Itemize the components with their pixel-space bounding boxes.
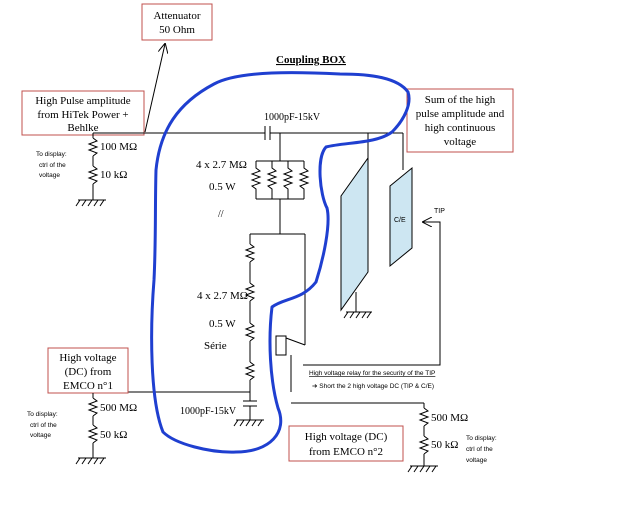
- display-1-line-3: voltage: [39, 172, 60, 179]
- resistor-50k-left: [87, 424, 99, 444]
- ce-electrode: [389, 166, 413, 268]
- hv2-line-2: from EMCO n°2: [309, 446, 383, 458]
- bank-resistor-4: [298, 161, 310, 199]
- ce-label: C/E: [394, 217, 406, 224]
- relay-note-2: ➔ Short the 2 high voltage DC (TIP & C/E…: [312, 383, 434, 390]
- resistor-500m-right: [418, 407, 430, 427]
- hv1-line-2: (DC) from: [65, 366, 112, 378]
- tip-wire: [303, 222, 441, 366]
- label-10k: 10 kΩ: [100, 169, 127, 181]
- label-500m-right: 500 MΩ: [431, 412, 468, 424]
- hv2-line-1: High voltage (DC): [305, 431, 388, 443]
- label-50k-right: 50 kΩ: [431, 439, 458, 451]
- hv2-box: [288, 425, 404, 462]
- series-resistor-3: [244, 322, 256, 342]
- pulse-source-line-1: High Pulse amplitude: [35, 95, 130, 107]
- display-3-line-1: To display:: [466, 435, 497, 442]
- series-resistor-2: [244, 282, 256, 302]
- coupling-box-outline: [150, 71, 411, 454]
- hv1-line-3: EMCO n°1: [63, 380, 113, 392]
- display-2-line-3: voltage: [30, 432, 51, 439]
- series-resistor-1: [244, 243, 256, 263]
- label-100m: 100 MΩ: [100, 141, 137, 153]
- pulse-source-line-2: from HiTek Power +: [37, 109, 128, 121]
- series-power-label: 0.5 W: [209, 318, 236, 330]
- relay-note-1: High voltage relay for the security of t…: [309, 370, 435, 377]
- label-500m-left: 500 MΩ: [100, 402, 137, 414]
- relay-contact: [285, 337, 306, 346]
- pulse-source-line-3: Behlke: [67, 122, 98, 134]
- bank-value-label: 4 x 2.7 MΩ: [196, 159, 247, 171]
- ground-symbol-plate: [343, 311, 372, 319]
- ground-symbol-2: [75, 457, 106, 465]
- display-2-line-1: To display:: [27, 411, 58, 418]
- resistor-50k-right: [418, 435, 430, 455]
- cap-bottom-label: 1000pF-15kV: [180, 406, 237, 417]
- display-3-line-3: voltage: [466, 457, 487, 464]
- resistor-100m: [87, 137, 99, 157]
- display-2-line-2: ctrl of the: [30, 422, 57, 429]
- pulse-source-box: [21, 90, 145, 136]
- parallel-mark: //: [218, 209, 224, 220]
- sum-line-1: Sum of the high: [425, 94, 496, 106]
- bank-resistor-1: [250, 161, 262, 199]
- attenuator-box: [141, 3, 213, 41]
- sum-line-3: high continuous: [425, 122, 496, 134]
- coupling-box-title: Coupling BOX: [276, 54, 346, 66]
- hv1-box: [47, 347, 129, 394]
- attenuator-arrow: [144, 44, 165, 133]
- ground-symbol-3: [407, 465, 438, 473]
- label-50k-left: 50 kΩ: [100, 429, 127, 441]
- relay-coil: [275, 335, 287, 356]
- bank-power-label: 0.5 W: [209, 181, 236, 193]
- attenuator-value: 50 Ohm: [159, 24, 195, 36]
- resistor-10k: [87, 165, 99, 185]
- attenuator-label: Attenuator: [153, 10, 200, 22]
- display-3-line-2: ctrl of the: [466, 446, 493, 453]
- cap-top-label: 1000pF-15kV: [264, 112, 321, 123]
- hv1-line-1: High voltage: [59, 352, 116, 364]
- display-1-line-1: To display:: [36, 151, 67, 158]
- serie-label: Série: [204, 340, 227, 352]
- series-value-label: 4 x 2.7 MΩ: [197, 290, 248, 302]
- bank-resistor-3: [282, 161, 294, 199]
- series-resistor-4: [244, 361, 256, 381]
- tip-label: TIP: [434, 208, 445, 215]
- bank-resistor-2: [266, 161, 278, 199]
- display-1-line-2: ctrl of the: [39, 162, 66, 169]
- sum-line-4: voltage: [444, 136, 476, 148]
- plate-1: [340, 156, 369, 312]
- resistor-500m-left: [87, 397, 99, 417]
- sum-box: [406, 88, 514, 153]
- ground-symbol-1: [75, 199, 106, 207]
- ground-symbol-cap: [233, 419, 264, 427]
- sum-line-2: pulse amplitude and: [416, 108, 505, 120]
